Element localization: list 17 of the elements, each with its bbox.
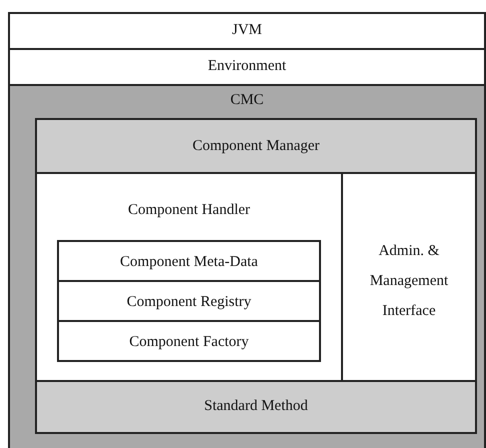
layer-title: Component Handler [126, 201, 252, 220]
module-box [35, 118, 477, 174]
module-box [57, 280, 321, 322]
layer-title: JVM [230, 21, 263, 40]
layer-title: Standard Method [203, 397, 309, 416]
layer-title: Environment [206, 57, 288, 76]
module-box [341, 172, 477, 382]
layer-title: Component Registry [126, 293, 252, 312]
module-box [57, 320, 321, 362]
layer-title: Component Meta-Data [119, 253, 259, 272]
layer-title: Component Manager [191, 137, 321, 156]
module-box [35, 380, 477, 434]
layer-title: Component Factory [128, 333, 250, 352]
layer-title: CMC [229, 91, 265, 110]
layer-title: Admin. & Management Interface [368, 242, 450, 321]
module-box [35, 172, 343, 382]
module-box [57, 240, 321, 282]
